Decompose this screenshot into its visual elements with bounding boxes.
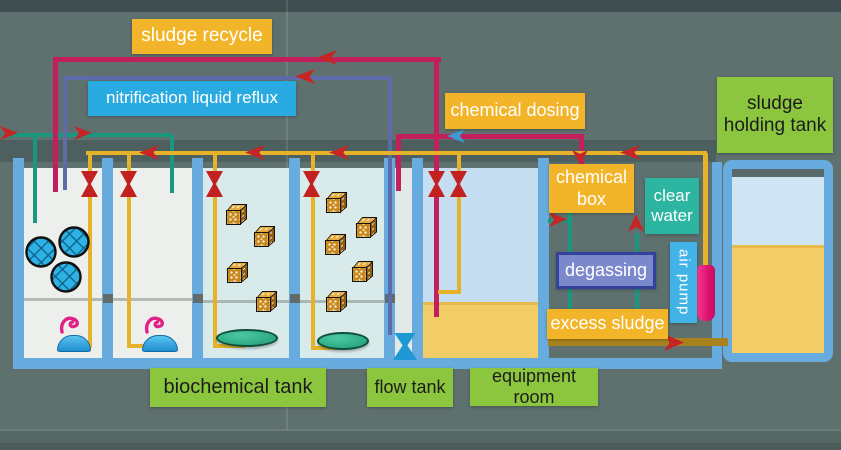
pipe-influent [2, 133, 172, 137]
bottom-highlight-line [0, 429, 841, 431]
pipe-air-drop-4 [311, 196, 315, 346]
bio-carrier-cube-icon [256, 291, 278, 312]
chemical-box-label: chemical box [549, 164, 634, 213]
pipe-influent-drop-2 [170, 135, 174, 193]
valve-icon [428, 171, 445, 197]
waterline-mark [113, 298, 192, 301]
mixer-swirl-icon [59, 316, 79, 334]
sludge-tank-headspace [732, 169, 824, 177]
pipe-excess-sludge [548, 338, 728, 346]
aerator-disc-icon [317, 332, 369, 350]
bio-carrier-cube-icon [226, 204, 248, 225]
pipe-sludge-recycle-suction [434, 196, 439, 317]
pipe-flowtank-drop [457, 196, 461, 292]
degassing-label: degassing [556, 252, 656, 289]
pipe-chemical-dosing [396, 134, 584, 139]
bottom-border-strip [0, 443, 841, 450]
bottom-shade-band [0, 431, 841, 443]
top-border-strip [0, 0, 841, 12]
pipe-sludge-recycle-riser [434, 57, 439, 173]
pipe-air-elbow-3 [213, 344, 245, 348]
flow-tank-label: flow tank [367, 368, 453, 407]
sludge-holding-tank-label: sludge holding tank [717, 77, 833, 153]
tank-wall [412, 158, 423, 358]
equipment-room-wall [712, 162, 722, 368]
bio-carrier-cube-icon [356, 217, 378, 238]
wall-port [290, 294, 300, 303]
pipe-reflux [63, 76, 392, 80]
pipe-degassing-clearwater [635, 233, 639, 253]
pipe-reflux-drop [63, 78, 67, 190]
waterline-mark [24, 298, 102, 301]
pipe-degassing-excess [568, 289, 572, 310]
tank-wall [538, 158, 549, 368]
sludge-tank-water-layer [732, 177, 824, 245]
bio-carrier-cube-icon [326, 192, 348, 213]
pipe-air-riser [127, 153, 131, 173]
biochemical-tank-label: biochemical tank [150, 368, 326, 407]
pipe-chembox-degassing [568, 213, 572, 253]
biotank-outlet-channel [395, 168, 412, 358]
biotank-compartment-2 [113, 168, 192, 358]
tank-floor [13, 358, 722, 369]
air-pump-label: air pump [670, 242, 697, 323]
pipe-clearwater-excess [635, 289, 639, 310]
bio-carrier-cube-icon [227, 262, 249, 283]
valve-icon [206, 171, 223, 197]
valve-icon [81, 171, 98, 197]
pipe-air-main [86, 151, 707, 155]
pipe-air-drop-2 [127, 196, 131, 346]
pipe-air-riser [213, 153, 217, 173]
tank-wall [289, 158, 300, 358]
wall-port [103, 294, 113, 303]
pipe-sludge-recycle [53, 57, 441, 62]
waterline-mark [203, 300, 289, 303]
pipe-chemical-box-riser [579, 134, 584, 165]
tank-wall [192, 158, 203, 358]
sludge-holding-tank [723, 160, 833, 362]
pipe-reflux-riser [388, 76, 392, 335]
tank-wall [13, 158, 24, 368]
chemical-dosing-label: chemical dosing [445, 93, 585, 129]
mbbr-media-spheres-icon [25, 226, 90, 293]
tank-wall [102, 158, 113, 358]
bio-carrier-cube-icon [325, 234, 347, 255]
bio-carrier-cube-icon [326, 291, 348, 312]
flow-tank [423, 168, 538, 358]
wall-port [193, 294, 203, 303]
air-pump-cylinder [697, 265, 715, 321]
valve-icon [120, 171, 137, 197]
bio-carrier-cube-icon [352, 261, 374, 282]
flow-tank-sludge-layer [423, 302, 538, 358]
bio-carrier-cube-icon [254, 226, 276, 247]
aerator-disc-icon [216, 329, 278, 347]
pipe-chemical-dosing-drop [396, 134, 401, 191]
pipe-sludge-recycle-drop [53, 60, 58, 192]
pipe-air-riser [88, 153, 92, 173]
pipe-flowtank-elbow [438, 290, 461, 294]
pipe-influent-drop-1 [33, 135, 37, 223]
sludge-recycle-label: sludge recycle [132, 19, 272, 54]
equipment-room-label: equipment room [470, 366, 598, 407]
clear-water-label: clear water [645, 178, 699, 234]
nitrification-liquid-reflux-label: nitrification liquid reflux [88, 81, 296, 116]
pipe-air-riser [311, 153, 315, 173]
valve-icon [450, 171, 467, 197]
pipe-air-drop-1 [88, 196, 92, 346]
pipe-air-elbow-4 [311, 346, 339, 350]
mixer-swirl-icon [144, 316, 164, 334]
sludge-tank-sludge-layer [732, 245, 824, 353]
pipe-airpump-riser [703, 153, 708, 267]
pipe-air-drop-3 [213, 196, 217, 344]
valve-icon [303, 171, 320, 197]
excess-sludge-label: excess sludge [547, 309, 668, 339]
flow-arrow-icon [628, 214, 644, 232]
pipe-air-riser [457, 153, 461, 173]
